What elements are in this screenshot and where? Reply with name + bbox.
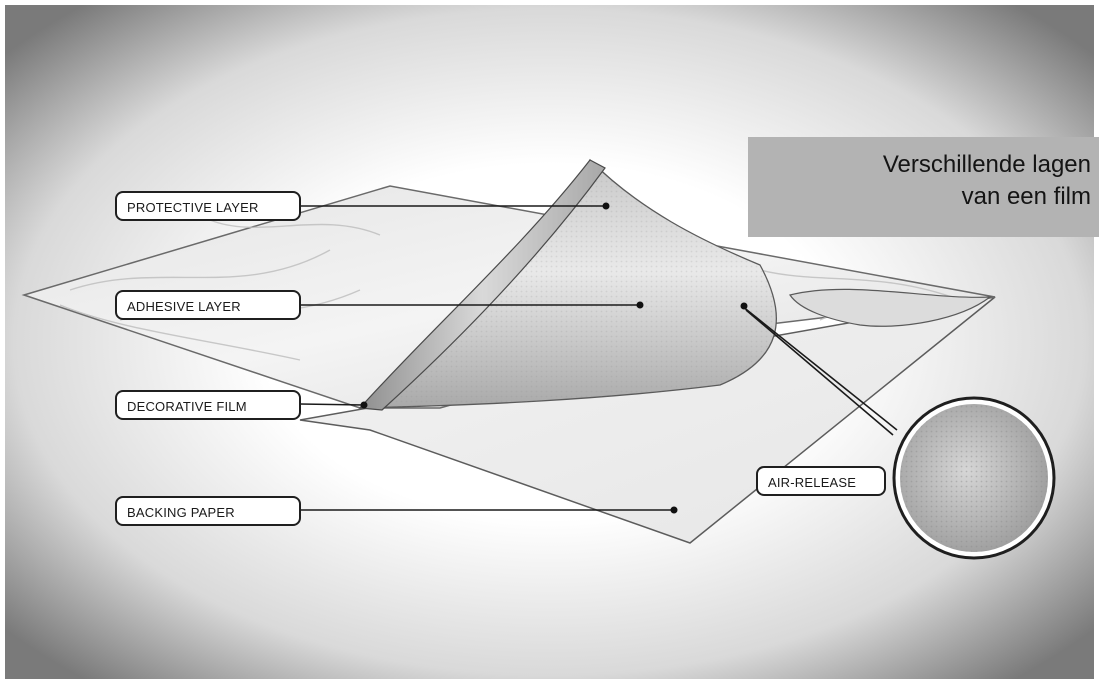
leader-lines bbox=[299, 205, 898, 511]
air-release-pattern bbox=[900, 404, 1048, 552]
corner-curl bbox=[789, 288, 992, 327]
caption-box: Verschillende lagen van een film bbox=[748, 137, 1099, 237]
label-decorative-film: DECORATIVE FILM bbox=[115, 390, 301, 420]
caption-line-2: van een film bbox=[961, 183, 1091, 210]
label-protective-layer: PROTECTIVE LAYER bbox=[115, 191, 301, 221]
adhesive-texture bbox=[360, 160, 777, 408]
caption-line-1: Verschillende lagen bbox=[882, 151, 1091, 178]
protective-layer-strip bbox=[358, 159, 606, 411]
label-backing-paper: BACKING PAPER bbox=[115, 496, 301, 526]
label-adhesive-layer: ADHESIVE LAYER bbox=[115, 290, 301, 320]
leader-dots bbox=[360, 202, 748, 514]
label-air-release: AIR-RELEASE bbox=[756, 466, 886, 496]
